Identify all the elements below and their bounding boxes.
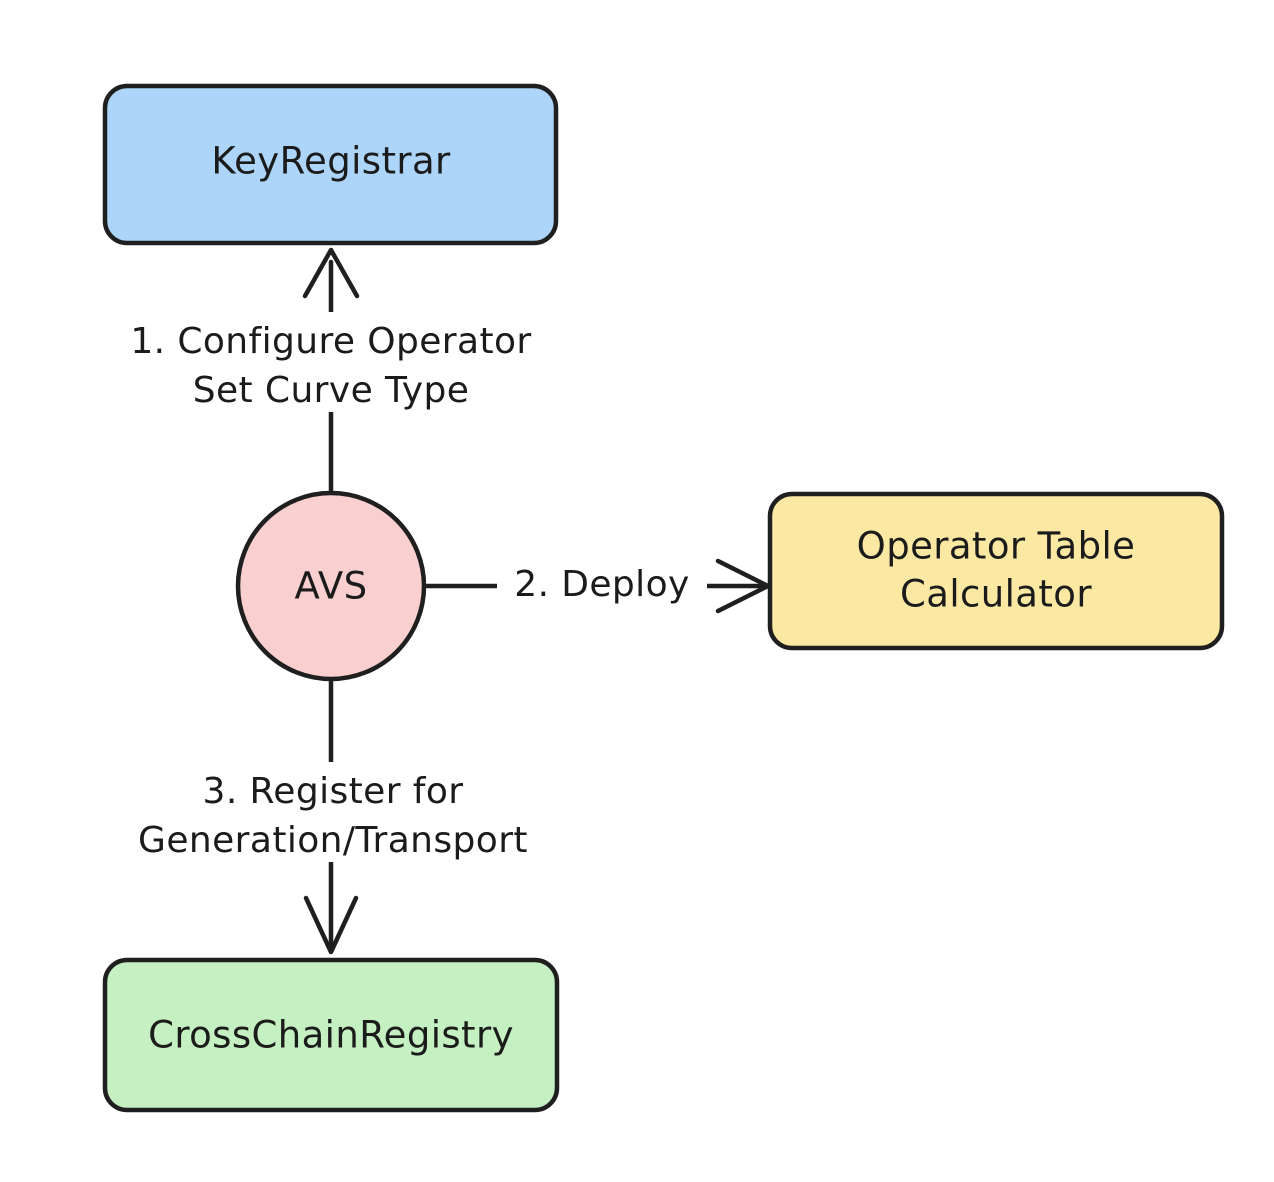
node-keyregistrar[interactable]: KeyRegistrar [102, 83, 559, 246]
edge-label-2-line1: 2. Deploy [514, 564, 689, 605]
edge-label-configure-operator-set-curve-type: 1. Configure Operator Set Curve Type [108, 312, 558, 412]
arrowhead-up-icon [302, 247, 360, 299]
node-avs[interactable]: AVS [235, 490, 427, 682]
edge-label-1-backing [108, 312, 558, 412]
node-operator-table-calculator-label-line2: Calculator [900, 573, 1092, 616]
edge-label-3-backing [100, 762, 566, 862]
node-crosschainregistry[interactable]: CrossChainRegistry [102, 957, 560, 1113]
node-operator-table-calculator-shape[interactable] [767, 491, 1225, 651]
edge-label-3-line1: 3. Register for [203, 771, 464, 812]
node-keyregistrar-label: KeyRegistrar [211, 140, 451, 183]
edge-label-deploy: 2. Deploy [497, 555, 707, 617]
node-operator-table-calculator-label-line1: Operator Table [857, 525, 1136, 568]
node-avs-label: AVS [295, 565, 368, 608]
edge-label-1-line2: Set Curve Type [193, 370, 470, 411]
node-crosschainregistry-shape[interactable] [102, 957, 560, 1113]
arrowhead-down-icon [303, 895, 359, 955]
edge-label-1-line1: 1. Configure Operator [130, 321, 531, 362]
edge-label-2-backing [497, 555, 707, 617]
node-crosschainregistry-label: CrossChainRegistry [148, 1014, 514, 1057]
node-operator-table-calculator[interactable]: Operator Table Calculator [767, 491, 1225, 651]
edge-label-3-line2: Generation/Transport [138, 820, 528, 861]
node-keyregistrar-shape[interactable] [102, 83, 559, 246]
edge-label-register-for-generation-transport: 3. Register for Generation/Transport [100, 762, 566, 862]
node-avs-shape[interactable] [235, 490, 427, 682]
